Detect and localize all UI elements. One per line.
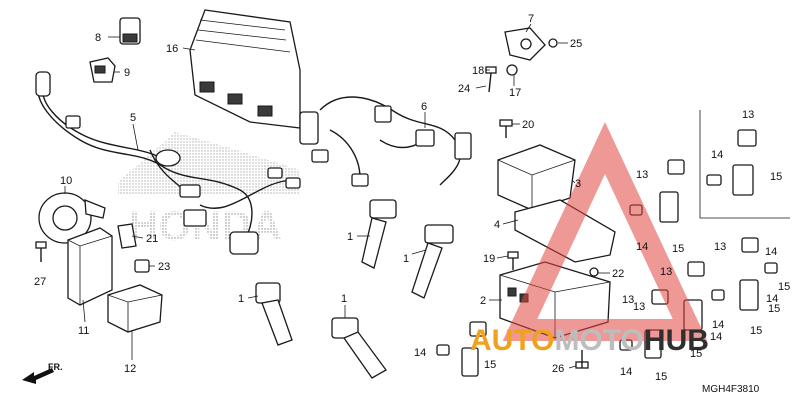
callout-label: 15 bbox=[770, 171, 782, 183]
diagram-code: MGH4F3810 bbox=[702, 384, 760, 395]
part-17-washer[interactable] bbox=[506, 64, 518, 76]
callout-label: 1 bbox=[347, 231, 353, 243]
part-9-connector[interactable] bbox=[89, 57, 116, 83]
part-6-sub-harness[interactable] bbox=[299, 96, 472, 187]
callout-label: 20 bbox=[522, 119, 534, 131]
callout-label: 15 bbox=[672, 243, 684, 255]
callout-label: 13 bbox=[660, 266, 672, 278]
callout-label: 25 bbox=[570, 38, 582, 50]
callout-label: 13 bbox=[714, 241, 726, 253]
callout-numbers: 8 9 16 5 10 21 27 23 11 12 6 1 1 1 1 7 2… bbox=[34, 13, 790, 383]
callout-label: 6 bbox=[421, 101, 427, 113]
callout-label: 13 bbox=[622, 294, 634, 306]
front-arrow: FR. bbox=[22, 362, 63, 384]
callout-label: 17 bbox=[509, 87, 521, 99]
part-26-bolt[interactable] bbox=[575, 350, 589, 369]
callout-label: 18 bbox=[472, 65, 484, 77]
callout-label: 8 bbox=[95, 32, 101, 44]
callout-label: 14 bbox=[766, 293, 778, 305]
callout-label: 14 bbox=[712, 319, 724, 331]
callout-label: 21 bbox=[146, 233, 158, 245]
callout-label: 2 bbox=[480, 295, 486, 307]
watermark-prefix: AUTO bbox=[470, 324, 554, 357]
part-11-module[interactable] bbox=[67, 227, 113, 306]
callout-label: 14 bbox=[711, 149, 723, 161]
callout-label: 14 bbox=[765, 246, 777, 258]
part-12-cover[interactable] bbox=[107, 284, 163, 333]
watermark-triangle bbox=[502, 122, 708, 341]
callout-label: 13 bbox=[636, 169, 648, 181]
watermark: AUTOMOTOHUB bbox=[470, 122, 709, 357]
part-22-screw[interactable] bbox=[589, 267, 599, 277]
callout-label: 13 bbox=[742, 109, 754, 121]
part-1-ignition-coil-d[interactable] bbox=[331, 317, 387, 379]
part-18-bolt[interactable] bbox=[485, 66, 497, 93]
callout-label: 15 bbox=[690, 348, 702, 360]
svg-text:AUTOMOTOHUB: AUTOMOTOHUB bbox=[470, 324, 709, 357]
callout-label: 15 bbox=[778, 281, 790, 293]
part-1-ignition-coil-a[interactable] bbox=[361, 199, 397, 269]
callout-label: 16 bbox=[166, 43, 178, 55]
callout-label: 9 bbox=[124, 67, 130, 79]
part-16-ecu[interactable] bbox=[189, 9, 301, 129]
callout-label: 13 bbox=[633, 301, 645, 313]
callout-label: 14 bbox=[710, 331, 722, 343]
callout-label: 1 bbox=[238, 293, 244, 305]
callout-label: 15 bbox=[484, 359, 496, 371]
callout-label: 15 bbox=[768, 303, 780, 315]
background-brand-mark: HONDA bbox=[118, 132, 300, 249]
callout-label: 10 bbox=[60, 175, 72, 187]
inset-relay-detail bbox=[699, 110, 790, 219]
front-label: FR. bbox=[48, 362, 63, 372]
callout-label: 23 bbox=[158, 261, 170, 273]
callout-label: 3 bbox=[575, 178, 581, 190]
part-1-ignition-coil-b[interactable] bbox=[411, 224, 454, 299]
callout-label: 14 bbox=[620, 366, 632, 378]
part-19-screw[interactable] bbox=[507, 251, 519, 270]
part-1-ignition-coil-c[interactable] bbox=[255, 282, 293, 346]
part-7-sensor[interactable] bbox=[504, 27, 546, 61]
watermark-middle: MOTO bbox=[554, 324, 643, 357]
part-21-clip[interactable] bbox=[117, 223, 137, 249]
part-20-bolt[interactable] bbox=[499, 119, 513, 138]
part-5-wire-harness[interactable] bbox=[35, 71, 301, 255]
part-25-screw[interactable] bbox=[548, 38, 558, 48]
part-27-bolt[interactable] bbox=[35, 241, 47, 262]
callout-label: 12 bbox=[124, 363, 136, 375]
callout-label: 5 bbox=[130, 112, 136, 124]
callout-label: 19 bbox=[483, 253, 495, 265]
callout-label: 14 bbox=[636, 241, 648, 253]
callout-label: 7 bbox=[528, 13, 534, 25]
callout-label: 27 bbox=[34, 276, 46, 288]
callout-label: 1 bbox=[341, 293, 347, 305]
part-23-connector[interactable] bbox=[134, 259, 150, 273]
callout-label: 15 bbox=[655, 371, 667, 383]
part-10-horn[interactable] bbox=[38, 192, 106, 244]
watermark-suffix: HUB bbox=[644, 324, 709, 357]
callout-label: 11 bbox=[78, 325, 89, 337]
callout-label: 22 bbox=[612, 268, 624, 280]
leader-lines bbox=[64, 23, 610, 369]
callout-label: 14 bbox=[414, 347, 426, 359]
callout-label: 1 bbox=[403, 253, 409, 265]
callout-label: 26 bbox=[552, 363, 564, 375]
part-3-regulator[interactable] bbox=[497, 144, 576, 211]
part-8-sensor[interactable] bbox=[119, 17, 141, 45]
callout-label: 4 bbox=[494, 219, 500, 231]
callout-label: 24 bbox=[458, 83, 470, 95]
callout-label: 15 bbox=[750, 325, 762, 337]
